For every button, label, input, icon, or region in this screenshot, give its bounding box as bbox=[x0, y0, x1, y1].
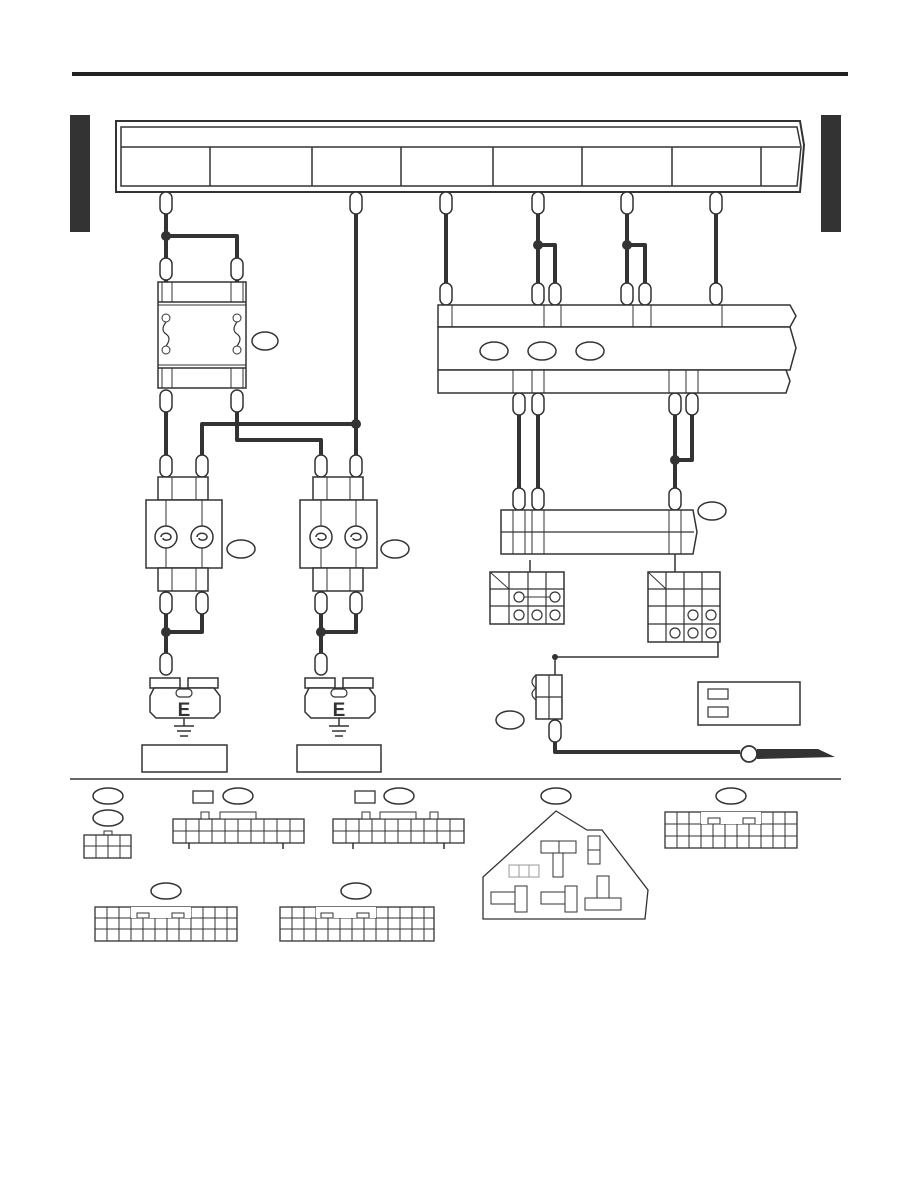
connector-callout bbox=[697, 501, 727, 521]
connector-face-c bbox=[664, 787, 798, 849]
pin-grid-right bbox=[647, 571, 721, 643]
top-control-unit bbox=[115, 120, 806, 193]
ground-terminal-circle bbox=[740, 745, 758, 763]
connector-callout bbox=[226, 539, 256, 559]
right-control-unit bbox=[437, 304, 797, 394]
connector-callout bbox=[527, 341, 557, 361]
left-section-tab bbox=[70, 115, 90, 232]
connector-face-d bbox=[94, 882, 238, 942]
connector-face-a bbox=[172, 787, 305, 849]
connector-pins bbox=[159, 191, 723, 743]
ground-point-box bbox=[296, 744, 382, 773]
ground-connector-right bbox=[304, 677, 376, 737]
connector-callout bbox=[380, 539, 410, 559]
right-section-tab bbox=[821, 115, 841, 232]
connector-face-b bbox=[332, 787, 465, 849]
connector-callout bbox=[575, 341, 605, 361]
ground-label: E bbox=[178, 700, 191, 721]
connector-callout bbox=[495, 710, 525, 730]
junction-dots bbox=[161, 231, 680, 660]
wires bbox=[164, 210, 740, 754]
ground-junction-connector bbox=[531, 674, 563, 720]
ground-point-box bbox=[141, 744, 228, 773]
connector-callout bbox=[479, 341, 509, 361]
fuse-block bbox=[157, 281, 247, 389]
ground-connector-left bbox=[149, 677, 221, 737]
connector-face-e bbox=[279, 882, 435, 942]
joint-connector-strip bbox=[500, 509, 698, 555]
thin-wires bbox=[529, 554, 719, 675]
ground-label: E bbox=[333, 700, 346, 721]
fuse-panel-face bbox=[482, 787, 649, 920]
pin-grid-left bbox=[489, 571, 565, 625]
lamp-block-left bbox=[145, 476, 223, 592]
connector-callout bbox=[251, 331, 279, 351]
lamp-block-right bbox=[299, 476, 378, 592]
connector-face-small bbox=[83, 787, 132, 859]
ground-arrow bbox=[757, 749, 835, 759]
legend-box bbox=[697, 681, 801, 726]
